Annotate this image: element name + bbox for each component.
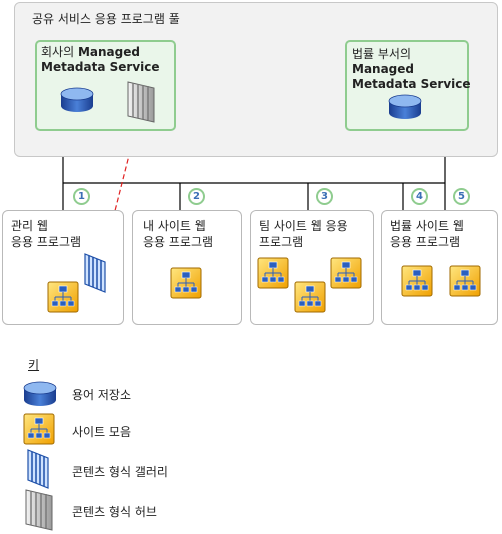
site-collection-icon: [401, 265, 433, 297]
app-legal-site-line2: 응용 프로그램: [390, 235, 461, 249]
service-legal-label: 법률 부서의 Managed Metadata Service: [352, 47, 471, 92]
legend-label-content-type-hub: 콘텐츠 형식 허브: [72, 505, 157, 519]
legend-title: 키: [28, 358, 40, 372]
service-corporate-line1: 회사의: [41, 45, 78, 59]
service-legal-line2: Managed: [352, 62, 414, 76]
service-corporate-line1-bold: Managed: [77, 45, 140, 59]
service-legal-line3: Metadata Service: [352, 77, 471, 91]
connection-number-5: 5: [453, 188, 470, 205]
connection-number-3: 3: [316, 188, 333, 205]
legend-label-site-collection: 사이트 모음: [72, 425, 132, 439]
connection-number-4: 4: [411, 188, 428, 205]
service-corporate-line2: Metadata Service: [41, 60, 160, 74]
content-type-gallery-icon: [27, 449, 49, 489]
database-icon: [23, 381, 57, 407]
app-team-site-line2: 프로그램: [259, 235, 304, 249]
service-corporate-label: 회사의 Managed Metadata Service: [41, 45, 160, 75]
app-central-admin-line2: 응용 프로그램: [11, 235, 82, 249]
app-my-site-line2: 응용 프로그램: [143, 235, 214, 249]
connection-number-2: 2: [188, 188, 205, 205]
site-collection-icon: [23, 413, 55, 445]
content-type-hub-icon: [127, 81, 155, 123]
connection-number-1: 1: [73, 188, 90, 205]
app-legal-site-line1: 법률 사이트 웹: [390, 219, 464, 233]
legend-label-content-type-gallery: 콘텐츠 형식 갤러리: [72, 465, 168, 479]
app-central-admin-line1: 관리 웹: [11, 219, 48, 233]
content-type-gallery-icon: [84, 253, 106, 293]
app-team-site-line1: 팀 사이트 웹 응용: [259, 219, 348, 233]
site-collection-icon: [170, 267, 202, 299]
site-collection-icon: [294, 281, 326, 313]
site-collection-icon: [330, 257, 362, 289]
site-collection-icon: [47, 281, 79, 313]
content-type-hub-icon: [25, 489, 53, 531]
legend-label-term-store: 용어 저장소: [72, 388, 132, 402]
site-collection-icon: [257, 257, 289, 289]
pool-title: 공유 서비스 응용 프로그램 풀: [32, 12, 180, 26]
service-legal-line1: 법률 부서의: [352, 47, 412, 61]
database-icon: [388, 94, 422, 120]
app-my-site-line1: 내 사이트 웹: [143, 219, 206, 233]
database-icon: [60, 87, 94, 113]
site-collection-icon: [449, 265, 481, 297]
